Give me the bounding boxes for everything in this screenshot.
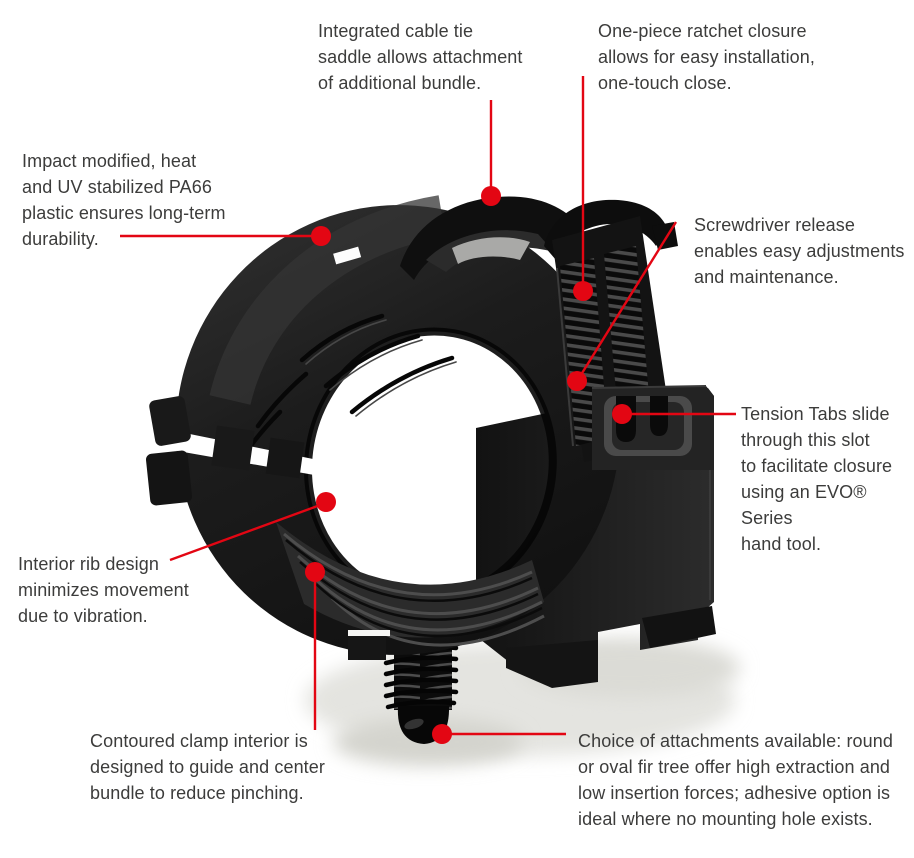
- callout-dot: [432, 724, 452, 744]
- leader-screwdriver-release: [567, 221, 678, 391]
- callout-dot: [316, 492, 336, 512]
- bowl-latch: [348, 630, 390, 660]
- band-grooves: [239, 313, 457, 461]
- leader-interior-ribs: [169, 492, 336, 562]
- callout-dot: [612, 404, 632, 424]
- leader-attachments: [432, 724, 566, 744]
- leader-tension-tabs: [612, 404, 736, 424]
- callout-dot: [305, 562, 325, 582]
- callout-attachments: Choice of attachments available: round o…: [578, 731, 893, 829]
- leader-ratchet-closure: [573, 76, 593, 301]
- housing-foot-left: [506, 640, 598, 688]
- callout-ratchet-closure: One-piece ratchet closure allows for eas…: [598, 21, 816, 93]
- callout-screwdriver-release: Screwdriver release enables easy adjustm…: [694, 215, 905, 287]
- callout-dot: [567, 371, 587, 391]
- tension-tab-slot: [591, 385, 714, 470]
- housing-foot-right: [642, 606, 716, 648]
- leader-material: [120, 226, 331, 246]
- rim-notch: [333, 246, 362, 265]
- callout-dot: [573, 281, 593, 301]
- callout-tension-tabs: Tension Tabs slide through this slot to …: [741, 404, 893, 554]
- hinge-split: [145, 396, 320, 506]
- callout-contoured-interior: Contoured clamp interior is designed to …: [90, 731, 325, 803]
- leader-saddle: [481, 100, 501, 206]
- interior-ribs-surface: [276, 522, 545, 647]
- callout-interior-ribs: Interior rib design minimizes movement d…: [18, 554, 189, 626]
- callout-dot: [311, 226, 331, 246]
- callout-material: Impact modified, heat and UV stabilized …: [22, 151, 226, 249]
- clamp-product: [145, 195, 740, 766]
- callout-leaders: [120, 76, 736, 744]
- callout-dot: [481, 186, 501, 206]
- leader-contoured-interior: [305, 562, 325, 730]
- band-sheen: [209, 195, 446, 406]
- callout-saddle: Integrated cable tie saddle allows attac…: [318, 21, 523, 93]
- fir-tree-stud: [383, 640, 459, 744]
